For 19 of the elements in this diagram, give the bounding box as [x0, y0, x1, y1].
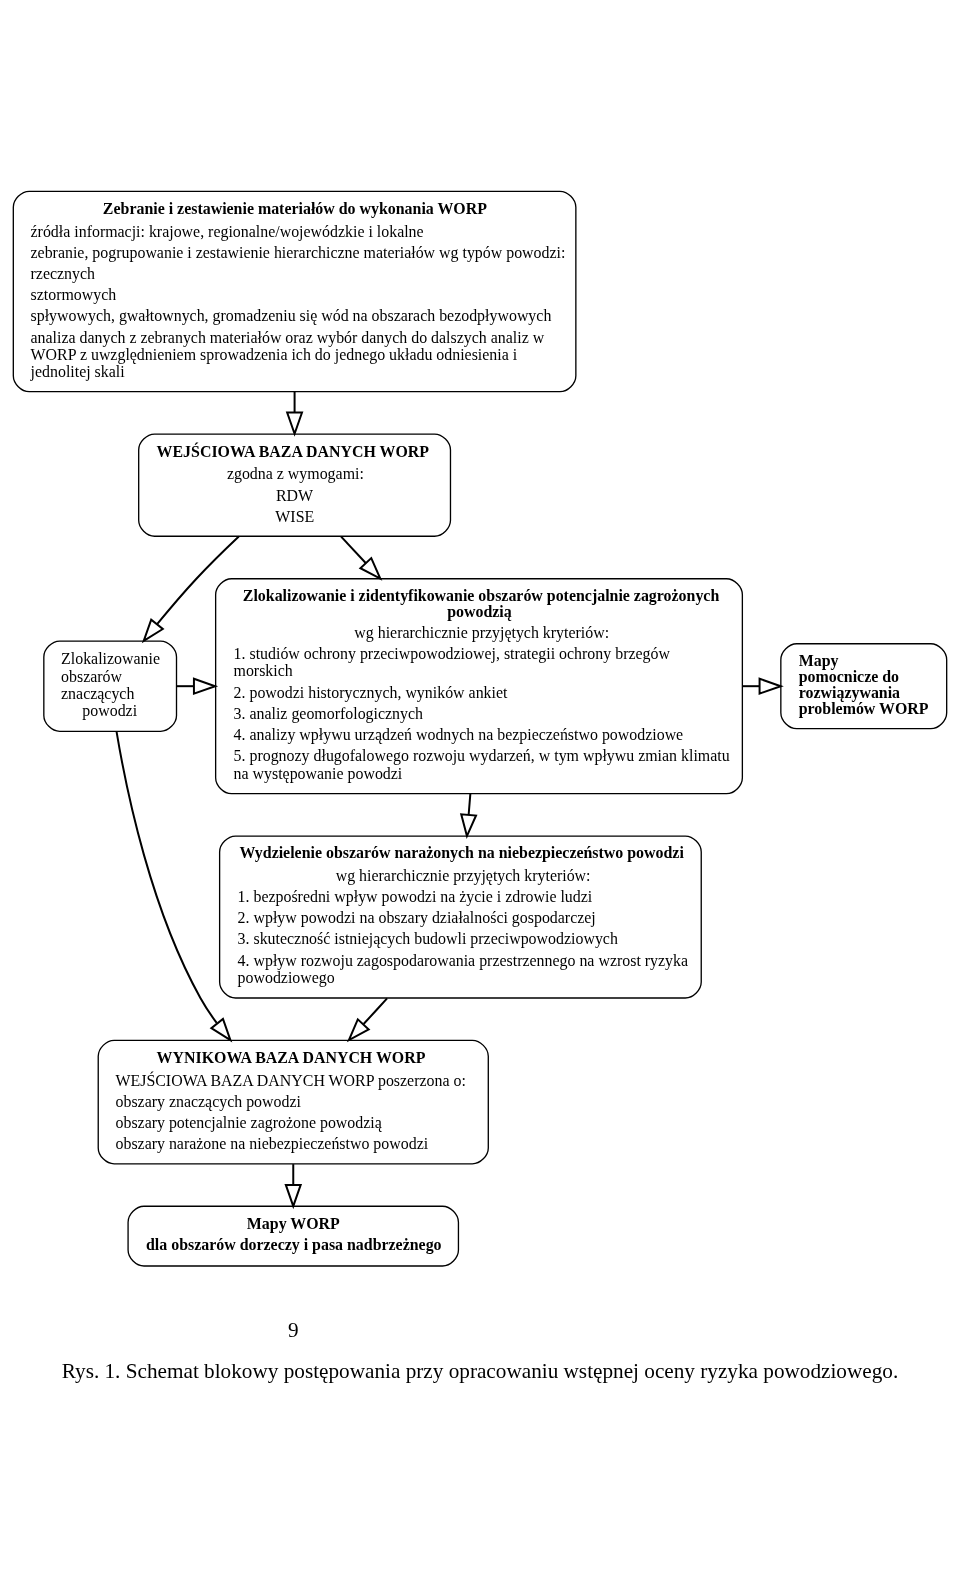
arrow [284, 1162, 303, 1209]
node-box: WYNIKOWA BAZA DANYCH WORP WEJŚCIOWA BAZA DANYCH WORP poszerzona o: obszary znaczących powodzi obszary potencjalnie zagrożone powodzią obszary narażone na niebezpieczeństwo powodzi [97, 1039, 489, 1164]
arrow [340, 535, 383, 581]
arrow [346, 996, 389, 1042]
arrow [141, 534, 240, 643]
node-box: Zebranie i zestawienie materiałów do wykonania WORP źródła informacji: krajowe, regionalne/wojewódzkie i lokalne zebranie, pogrupowanie i zestawienie hierarchiczne materiałów wg typów powodzi: rzecznych sztormowych spływowych, gwałtownych, gromadzeniu się wód na obszarach bezodpływowych analiza danych z zebranych materiałów oraz wybór danych do dalszych analiz w WORP z uwzględnieniem sprowadzenia ich do jednego układu odniesienia i jednolitej skali [12, 190, 577, 392]
label: 9 [287, 1317, 299, 1342]
arrow [175, 676, 219, 695]
arrow [285, 390, 304, 437]
node-box: Zlokalizowanie i zidentyfikowanie obszarów potencjalnie zagrożonych powodzią wg hierarchicznie przyjętych kryteriów: 1. studiów ochrony przeciwpowodziowej, strategii ochrony brzegów morskich 2. powodzi historycznych, wyników ankiet 3. analiz geomorfologicznych 4. analizy wpływu urządzeń wodnych na bezpieczeństwo powodziowe 5. prognozy długofalowego rozwoju wydarzeń, w tym wpływu zmian klimatu na występowanie powodzi [214, 577, 744, 794]
arrow [459, 792, 478, 839]
arrow [741, 676, 784, 695]
caption: Rys. 1. Schemat blokowy postępowania przy opracowaniu wstępnej oceny ryzyka powodziowego. [61, 1358, 899, 1383]
node-box: Mapy WORP dla obszarów dorzeczy i pasa nadbrzeżnego [127, 1205, 460, 1267]
node-box: Wydzielenie obszarów narażonych na niebezpieczeństwo powodzi wg hierarchicznie przyjętych kryteriów: 1. bezpośredni wpływ powodzi na życie i zdrowie ludzi 2. wpływ powodzi na obszary działalności gospodarczej 3. skuteczność istniejących budowli przeciwpowodziowych 4. wpływ rozwoju zagospodarowania przestrzennego na wzrost ryzyka powodziowego [218, 834, 702, 999]
node-box: WEJŚCIOWA BAZA DANYCH WORP zgodna z wymogami: RDW WISE [138, 432, 452, 537]
node-box: Zlokalizowanie obszarów znaczących powodzi [43, 639, 178, 732]
arrow [115, 730, 233, 1042]
node-box: Mapy pomocnicze do rozwiązywania problemów WORP [780, 642, 948, 729]
